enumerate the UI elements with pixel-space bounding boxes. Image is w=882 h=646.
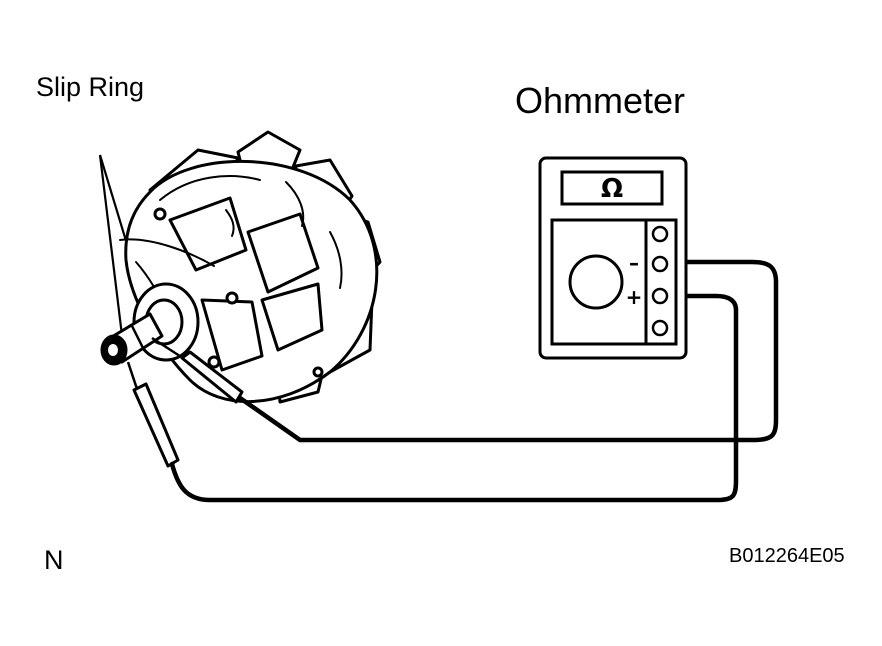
ohmmeter-dial: [568, 254, 624, 310]
figure-code: B012264E05: [729, 545, 845, 567]
terminal-minus-label: –: [629, 251, 639, 275]
pole-detail: [225, 209, 235, 237]
rivet: [153, 207, 167, 221]
slip-ring-band: [130, 324, 146, 352]
rivet: [225, 291, 239, 305]
ohmmeter-display-symbol: Ω: [601, 174, 623, 204]
lead-negative: [237, 259, 779, 443]
slip-ring-end-hole: [108, 344, 118, 356]
ohmmeter-label: Ohmmeter: [515, 80, 686, 121]
rivet: [207, 355, 221, 369]
lead-positive: [169, 293, 739, 503]
pole-detail: [119, 238, 215, 267]
terminal-minus: [651, 255, 669, 273]
claw-pole: [246, 212, 320, 294]
terminal-4: [651, 319, 669, 337]
pole-detail: [285, 181, 305, 227]
terminal-1: [651, 225, 669, 243]
orientation-label: N: [44, 545, 64, 575]
pole-detail: [159, 175, 261, 201]
pole-detail: [329, 231, 343, 289]
ohmmeter-display: [560, 170, 664, 206]
ohmmeter-device: Ω – +: [538, 156, 688, 360]
rivet: [312, 366, 324, 378]
probe-lower: [132, 382, 180, 468]
test-probes: [126, 336, 244, 468]
alternator-rotor: [100, 130, 382, 404]
claw-pole: [260, 282, 324, 352]
probe-upper: [180, 350, 244, 404]
terminal-plus: [651, 287, 669, 305]
terminal-plus-label: +: [626, 285, 643, 309]
slip-ring-label: Slip Ring: [36, 72, 145, 102]
test-leads: [169, 259, 779, 503]
